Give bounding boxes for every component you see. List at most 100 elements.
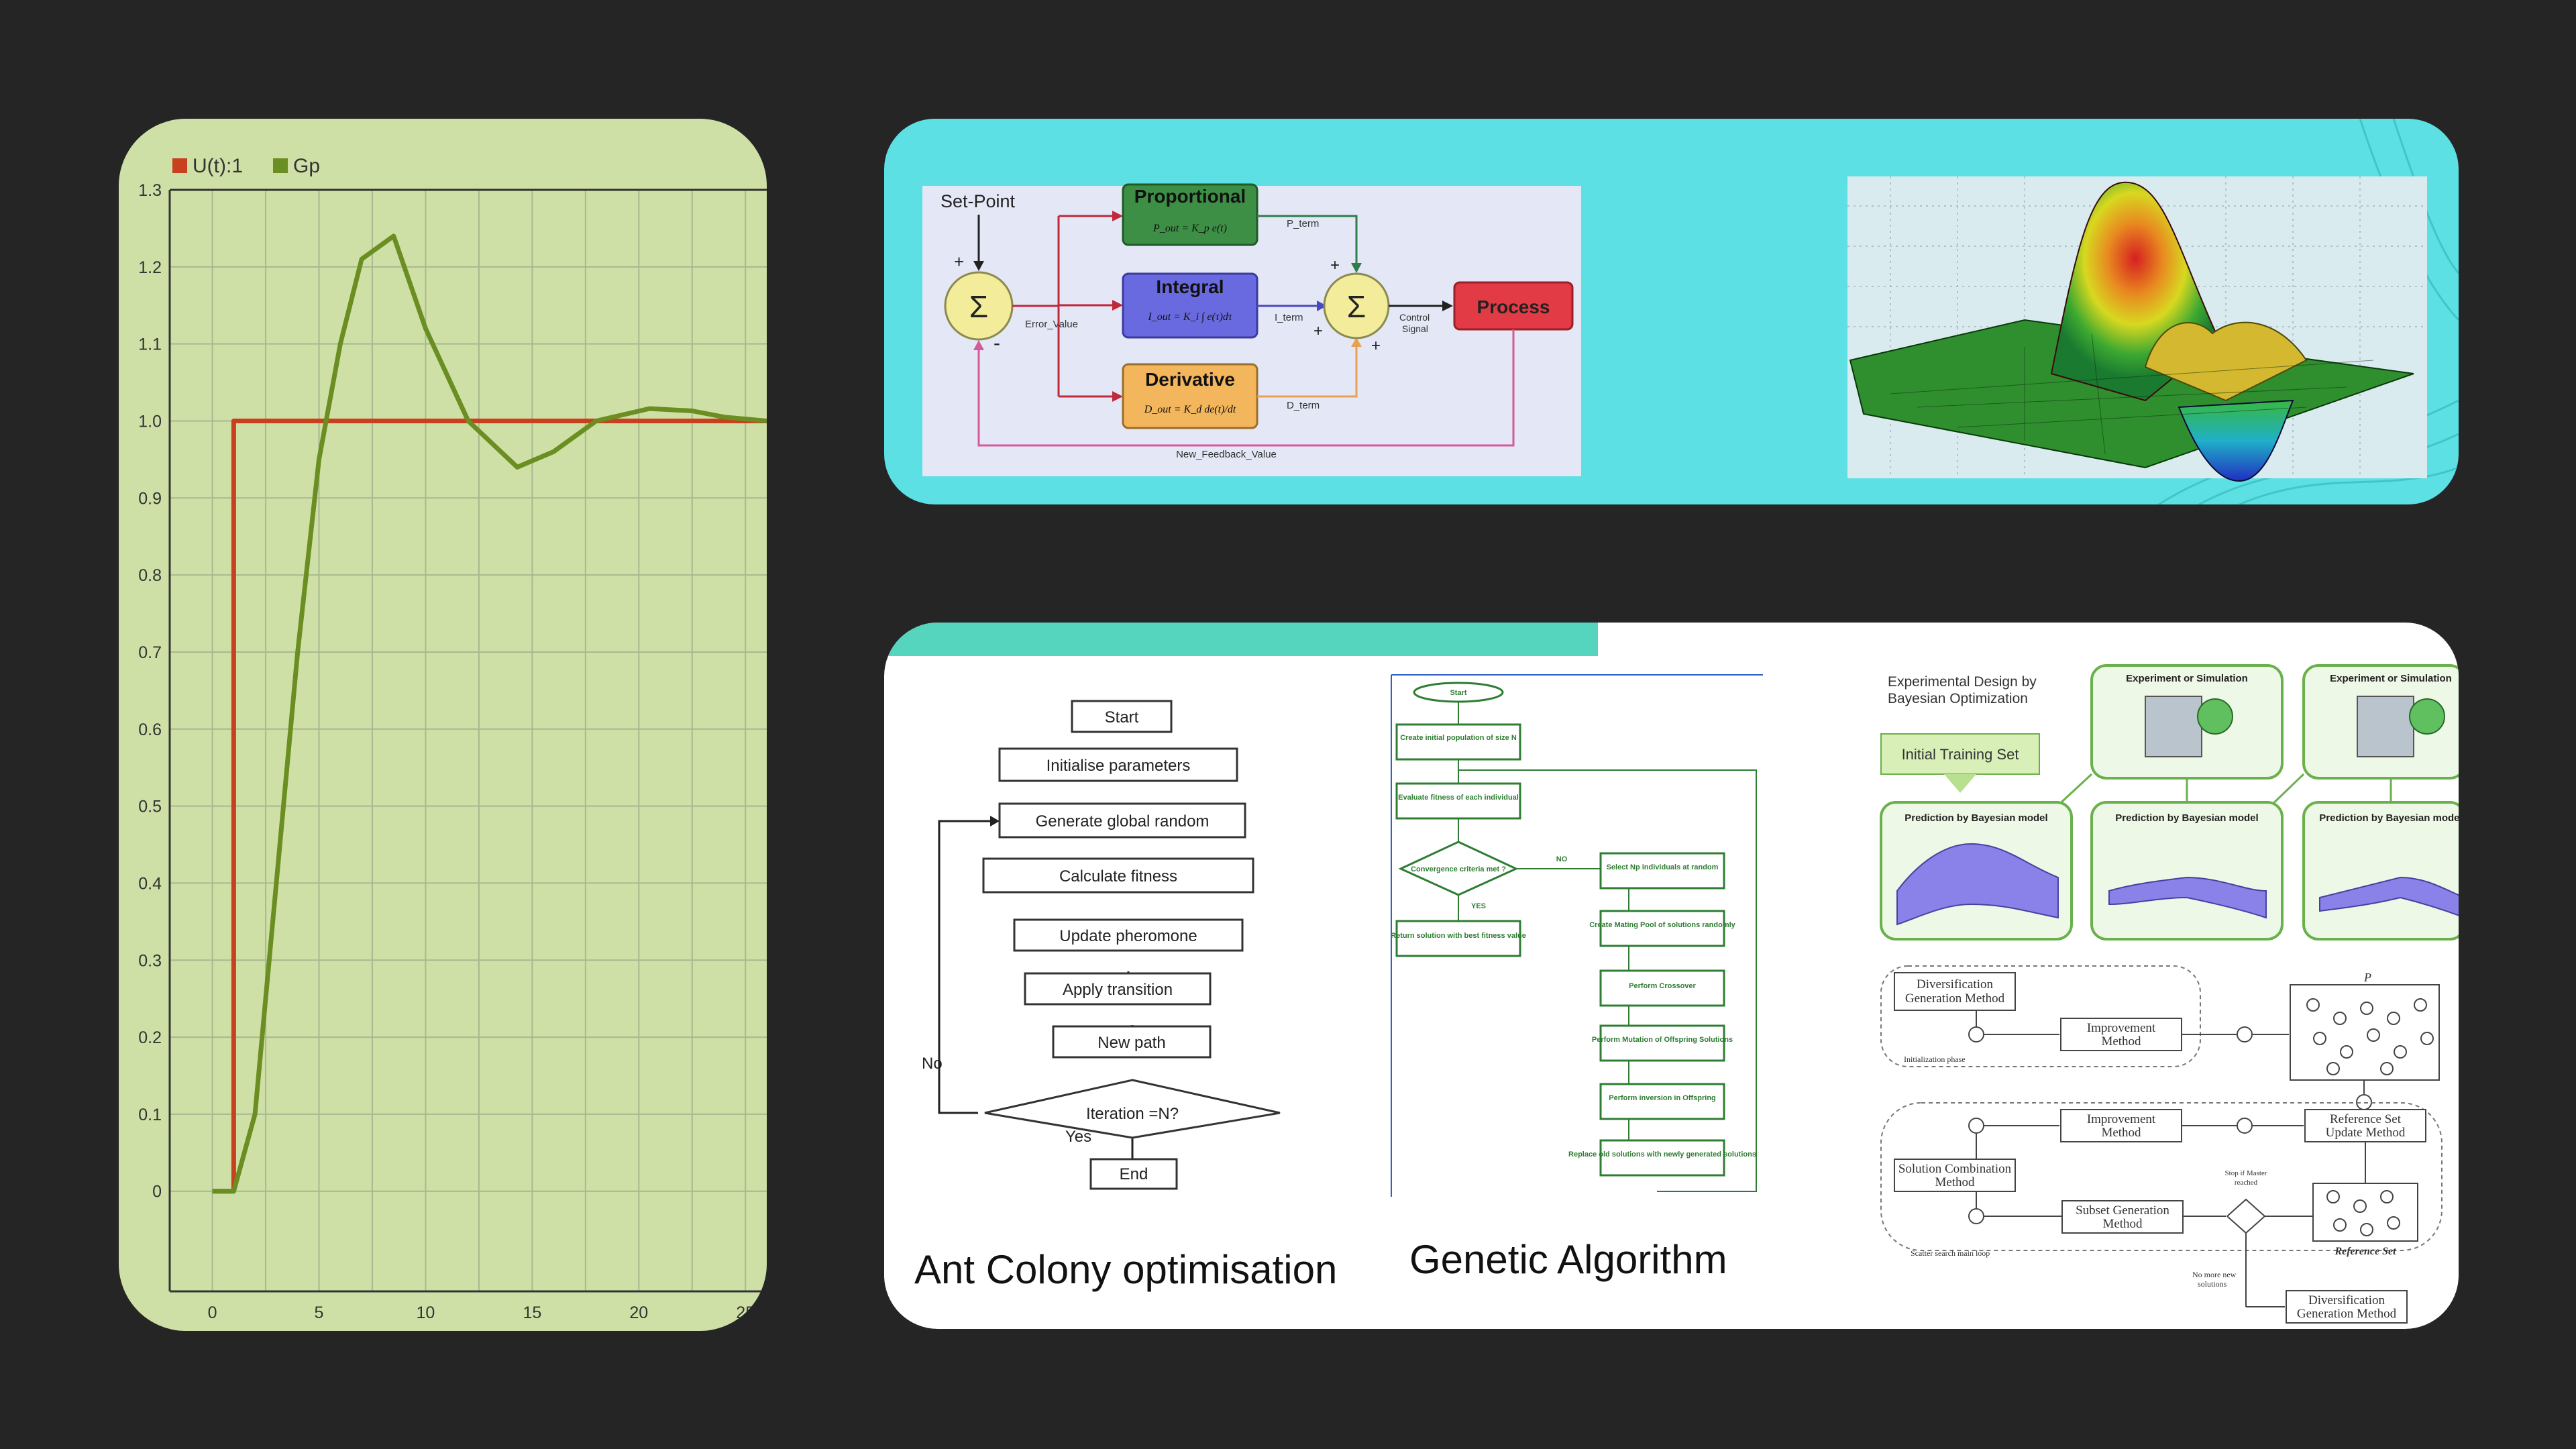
- improvement-box-2: [2060, 1109, 2182, 1142]
- no-new-1: No more new: [2192, 1270, 2237, 1279]
- ga-return: Return solution with best fitness value: [1391, 932, 1526, 940]
- ga-no-label: NO: [1556, 855, 1568, 863]
- ga-caption: Genetic Algorithm: [1409, 1237, 1727, 1282]
- ant-colony-flowchart: Start Initialise parameters Generate glo…: [914, 700, 1337, 1292]
- pid-block-diagram: Set-Point Σ + - Error_Value Proportional…: [922, 183, 1581, 476]
- sigma-2: Σ: [1347, 289, 1366, 324]
- div-gen-2: Generation Method: [1905, 991, 2005, 1006]
- aco-no-label: No: [922, 1055, 943, 1073]
- aco-new-path: New path: [1097, 1034, 1165, 1052]
- y-tick-label: 0.9: [138, 489, 162, 508]
- aco-pheromone-box: [1013, 918, 1244, 952]
- pid-card-art: Set-Point Σ + - Error_Value Proportional…: [922, 119, 2459, 504]
- refset-update-1: Reference Set: [2330, 1112, 2402, 1126]
- prediction-band-3: [2319, 876, 2459, 916]
- step-response-chart: U(t):1 Gp 00.10.20.30.40.50.60.70.80.91.…: [138, 155, 767, 1322]
- optimisation-card-art: Start Initialise parameters Generate glo…: [884, 623, 2459, 1324]
- genetic-algorithm-flowchart: Start Create initial population of size …: [1391, 674, 1763, 1282]
- initial-training-set: Initial Training Set: [1902, 746, 2019, 763]
- prediction-label-2: Prediction by Bayesian model: [2115, 812, 2258, 824]
- aco-fitness: Calculate fitness: [1059, 867, 1177, 885]
- y-tick-label: 0.4: [138, 874, 162, 893]
- y-tick-label: 0: [152, 1183, 162, 1201]
- proportional-block: [1122, 183, 1258, 246]
- aco-end-box: [1089, 1158, 1178, 1190]
- improvement-box-1: [2060, 1018, 2182, 1051]
- aco-pheromone: Update pheromone: [1059, 927, 1197, 945]
- d-term-label: D_term: [1287, 400, 1320, 411]
- ga-mating: Create Mating Pool of solutions randomly: [1589, 921, 1735, 929]
- init-phase-label: Initialization phase: [1904, 1055, 1966, 1064]
- div-gen-1: Diversification: [1917, 977, 1993, 991]
- improvement-2a: Improvement: [2087, 1112, 2156, 1126]
- plus-3: +: [1313, 322, 1323, 340]
- improvement-1b: Method: [2101, 1034, 2141, 1049]
- bayes-title-line2: Bayesian Optimization: [1888, 691, 2028, 706]
- i-term-label: I_term: [1275, 312, 1303, 323]
- aco-iteration: Iteration =N?: [1086, 1105, 1179, 1123]
- proportional-formula: P_out = K_p e(t): [1152, 223, 1227, 234]
- ga-yes-label: YES: [1471, 902, 1486, 910]
- aco-generate: Generate global random: [1036, 812, 1210, 830]
- series-line-gp: [212, 233, 767, 1194]
- div-gen-box: [1894, 972, 2016, 1011]
- div-gen-box-2: [2286, 1290, 2408, 1324]
- x-tick-label: 5: [315, 1303, 324, 1322]
- prediction-band-1: [1896, 843, 2059, 926]
- top-accent-bar: [884, 623, 1598, 656]
- aco-init: Initialise parameters: [1046, 757, 1191, 775]
- integral-formula: I_out = K_i ∫ e(τ)dτ: [1147, 311, 1233, 323]
- bayesian-optimization-diagram: Experimental Design by Bayesian Optimiza…: [1880, 664, 2459, 941]
- y-tick-label: 1.0: [138, 412, 162, 431]
- main-loop-label: Scatter search main loop: [1911, 1248, 1990, 1258]
- chart-legend: U(t):1 Gp: [172, 155, 320, 177]
- aco-generate-box: [998, 802, 1246, 839]
- chart-tick-labels: 00.10.20.30.40.50.60.70.80.91.01.11.21.3…: [138, 181, 755, 1322]
- y-tick-label: 0.1: [138, 1106, 162, 1124]
- ga-crossover: Perform Crossover: [1629, 982, 1696, 990]
- initial-training-set-box: [1880, 733, 2040, 775]
- y-tick-label: 0.6: [138, 720, 162, 739]
- aco-start-box: [1071, 700, 1173, 733]
- prediction-band-2: [2108, 876, 2267, 919]
- plus-2: +: [1330, 256, 1340, 274]
- combination-box: [1894, 1159, 2016, 1192]
- legend-swatch-u: [172, 158, 187, 173]
- ga-convergence: Convergence criteria met ?: [1411, 865, 1506, 873]
- reference-set-label: Reference Set: [2334, 1246, 2396, 1257]
- aco-init-box: [998, 747, 1238, 782]
- set-point-label: Set-Point: [941, 191, 1016, 211]
- chart-grid: [168, 189, 767, 1293]
- subset-box: [2061, 1200, 2184, 1234]
- x-tick-label: 25: [736, 1303, 755, 1322]
- aco-transition-box: [1024, 972, 1212, 1006]
- ga-create: Create initial population of size N: [1400, 734, 1517, 742]
- proportional-label: Proportional: [1134, 186, 1246, 207]
- refset-update-2: Update Method: [2326, 1126, 2406, 1140]
- prediction-label-1: Prediction by Bayesian model: [1904, 812, 2047, 824]
- y-tick-label: 0.7: [138, 643, 162, 662]
- stop-diamond: [2226, 1198, 2266, 1234]
- subset-1: Subset Generation: [2076, 1203, 2169, 1218]
- pid-controller-card: Set-Point Σ + - Error_Value Proportional…: [884, 119, 2459, 504]
- ga-convergence-diamond: [1398, 841, 1519, 896]
- feedback-label: New_Feedback_Value: [1176, 449, 1277, 460]
- ga-select-box: [1599, 852, 1725, 890]
- aco-start: Start: [1105, 708, 1139, 727]
- aco-yes-label: Yes: [1065, 1128, 1091, 1146]
- y-tick-label: 1.1: [138, 335, 162, 354]
- ga-start-oval: [1413, 682, 1504, 703]
- ga-start: Start: [1450, 689, 1466, 697]
- ga-replace: Replace old solutions with newly generat…: [1568, 1150, 1756, 1159]
- y-tick-label: 1.2: [138, 258, 162, 277]
- x-tick-label: 20: [629, 1303, 648, 1322]
- experiment-label-2: Experiment or Simulation: [2330, 673, 2452, 684]
- control-label: Control: [1399, 312, 1430, 323]
- legend-label-gp: Gp: [293, 155, 320, 177]
- legend-swatch-gp: [273, 158, 288, 173]
- simulator-icon-1: [2145, 696, 2202, 757]
- error-value-label: Error_Value: [1025, 319, 1078, 330]
- derivative-formula: D_out = K_d de(t)/dt: [1144, 404, 1236, 415]
- no-new-2: solutions: [2198, 1279, 2227, 1289]
- x-tick-label: 10: [417, 1303, 435, 1322]
